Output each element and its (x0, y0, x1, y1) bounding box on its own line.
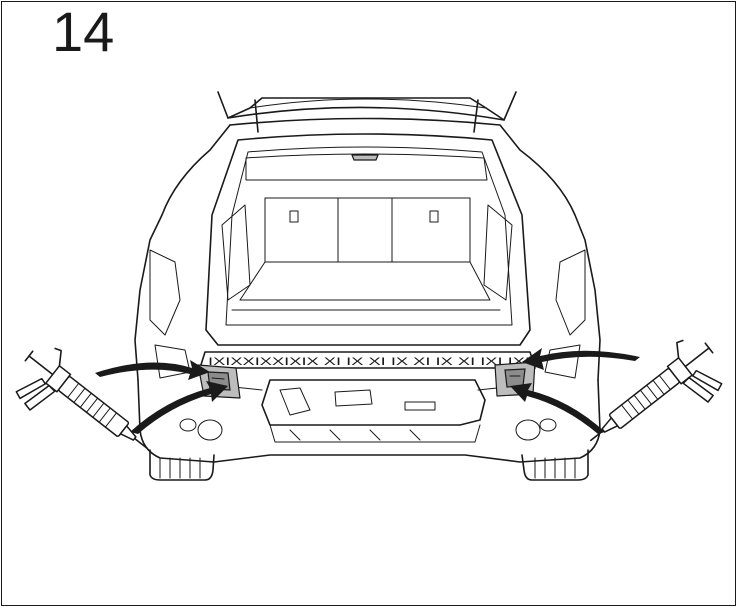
tailgate (217, 91, 517, 133)
tires (149, 449, 589, 481)
sealant-gun-icon-right (589, 339, 723, 442)
trunk-opening (205, 133, 531, 346)
rear-panel: IXIXXIXXIXIX XI IX XI IX XI IX XI IXI IX… (199, 351, 536, 369)
arrow-icon (95, 348, 640, 434)
step-number: 14 (52, 0, 115, 63)
sealer-marks: IXIXXIXXIXIX XI IX XI IX XI IX XI IXI IX… (208, 356, 530, 368)
sealant-gun-icon-left (15, 347, 149, 450)
car-body (134, 117, 601, 463)
